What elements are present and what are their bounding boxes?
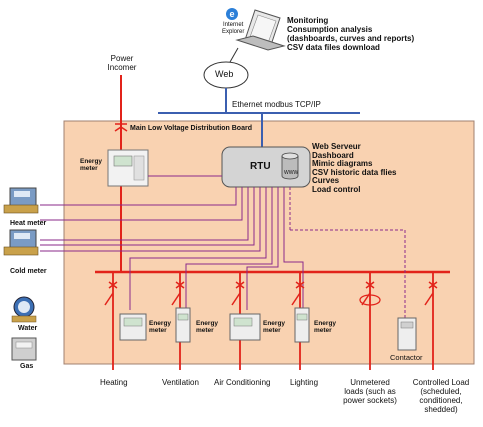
monitoring-text: Monitoring Consumption analysis (dashboa…	[287, 16, 414, 52]
main-energy-meter-device	[107, 149, 149, 187]
energy-meter-line2: meter	[196, 327, 214, 334]
energy-meter-line2: meter	[149, 327, 167, 334]
ventilation-meter-device	[175, 307, 191, 343]
cold-meter-label: Cold meter	[10, 268, 47, 275]
rtu-feature: Mimic diagrams	[312, 159, 373, 168]
rtu-feature: Load control	[312, 184, 361, 194]
ethernet-label: Ethernet modbus TCP/IP	[232, 100, 321, 109]
water-label: Water	[18, 325, 38, 332]
unmetered-loop	[359, 294, 381, 306]
cold-meter-device	[3, 229, 39, 256]
controlled-line: (scheduled,	[420, 387, 462, 396]
breaker-symbols	[104, 281, 438, 306]
heat-meter-label: Heat meter	[10, 220, 47, 227]
monitoring-line2: (dashboards, curves and reports)	[287, 34, 415, 43]
contactor-label: Contactor	[390, 353, 423, 362]
gas-meter-device	[11, 337, 37, 361]
controlled-line: Controlled Load	[412, 378, 470, 387]
svg-text:e: e	[229, 9, 234, 19]
contactor-device	[397, 317, 417, 351]
laptop-icon	[235, 9, 286, 51]
rtu-feature: Web Serveur	[312, 142, 361, 151]
energy-meter-line1: Energy	[263, 320, 286, 327]
browser-label: Internet Explorer	[222, 22, 244, 36]
browser-label-line2: Explorer	[222, 29, 245, 35]
energy-meter-line1: Energy	[80, 158, 103, 165]
energy-meter-line2: meter	[80, 165, 98, 172]
unmetered-line: power sockets)	[343, 396, 397, 405]
heat-meter-device	[3, 187, 39, 214]
load-unmetered: Unmetered loads (such as power sockets)	[340, 378, 400, 405]
energy-meter-line1: Energy	[149, 320, 172, 327]
monitoring-line1: Consumption analysis	[287, 25, 373, 34]
monitoring-line3: CSV data files download	[287, 43, 380, 52]
heating-meter-device	[119, 313, 147, 341]
water-meter-device	[11, 296, 37, 323]
rtu-feature: Curves	[312, 176, 340, 185]
unmetered-line: Unmetered	[350, 378, 390, 387]
air-conditioning-meter-device	[229, 313, 261, 341]
controlled-line: conditioned,	[419, 396, 463, 405]
power-incomer-line1: Power	[110, 54, 134, 63]
energy-meter-line2: meter	[263, 327, 281, 334]
power-incomer-line2: Incomer	[107, 63, 137, 72]
heating-meter-label: Energy meter	[149, 320, 171, 334]
energy-meter-line2: meter	[314, 327, 332, 334]
board-title: Main Low Voltage Distribution Board	[130, 125, 252, 132]
rtu-feature: CSV historic data flies	[312, 167, 397, 177]
lighting-meter-device	[294, 307, 310, 343]
web-label: Web	[215, 69, 234, 79]
energy-meter-line1: Energy	[314, 320, 337, 327]
monitoring-title: Monitoring	[287, 16, 329, 25]
load-air-conditioning: Air Conditioning	[214, 378, 271, 387]
browser-label-line1: Internet	[222, 22, 244, 28]
internet-explorer-icon: e	[226, 8, 238, 20]
lighting-meter-label: Energy meter	[314, 320, 336, 334]
load-controlled: Controlled Load (scheduled, conditioned,…	[404, 378, 478, 414]
load-ventilation: Ventilation	[162, 378, 199, 387]
air-conditioning-meter-label: Energy meter	[263, 320, 285, 334]
signal-lines	[40, 175, 304, 310]
www-label: WWW	[284, 170, 299, 176]
unmetered-line: loads (such as	[344, 387, 396, 396]
ventilation-meter-label: Energy meter	[196, 320, 218, 334]
main-energy-meter-label: Energy meter	[80, 158, 102, 172]
rtu-features: Web Serveur Dashboard Mimic diagrams CSV…	[312, 142, 397, 194]
controlled-line: shedded)	[424, 405, 458, 414]
rtu-label: RTU	[250, 161, 271, 172]
gas-label: Gas	[20, 363, 34, 370]
load-heating: Heating	[100, 378, 128, 387]
rtu-feature: Dashboard	[312, 150, 354, 160]
energy-meter-line1: Energy	[196, 320, 219, 327]
power-incomer-label: Power Incomer	[104, 54, 140, 72]
load-lighting: Lighting	[290, 378, 319, 387]
database-icon	[281, 152, 299, 180]
